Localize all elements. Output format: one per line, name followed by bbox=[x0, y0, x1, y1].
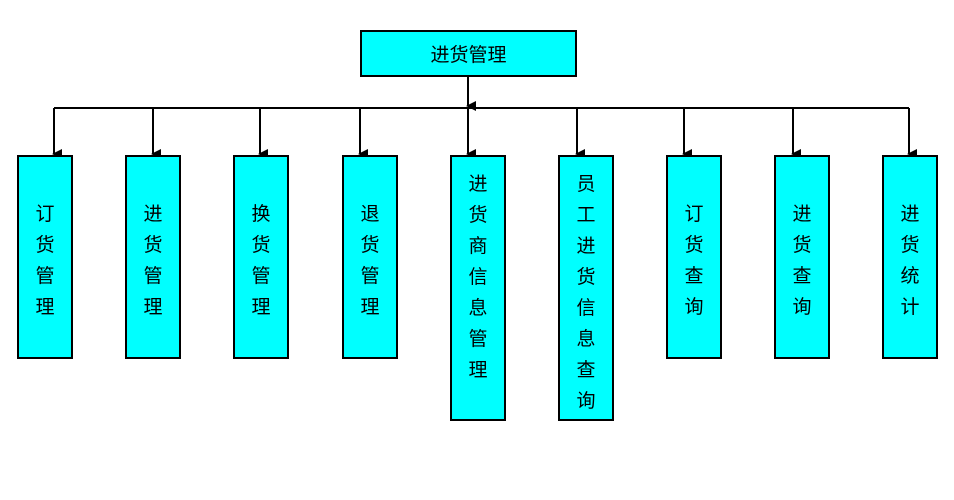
child-node-label: 退货管理 bbox=[360, 203, 380, 318]
child-node-order-query: 订货查询 bbox=[666, 155, 722, 359]
child-node-label: 订货管理 bbox=[35, 203, 55, 318]
child-node-supplier-info-management: 进货商信息管理 bbox=[450, 155, 506, 421]
child-node-label: 进货商信息管理 bbox=[468, 173, 488, 381]
child-node-purchase-management: 进货管理 bbox=[125, 155, 181, 359]
root-node-label: 进货管理 bbox=[430, 44, 507, 66]
root-node: 进货管理 bbox=[360, 30, 577, 77]
child-node-purchase-query: 进货查询 bbox=[774, 155, 830, 359]
child-node-label: 换货管理 bbox=[251, 203, 271, 318]
child-node-label: 进货统计 bbox=[900, 203, 920, 318]
child-node-order-management: 订货管理 bbox=[17, 155, 73, 359]
child-node-return-management: 退货管理 bbox=[342, 155, 398, 359]
child-node-purchase-statistics: 进货统计 bbox=[882, 155, 938, 359]
child-node-label: 员工进货信息查询 bbox=[576, 173, 596, 412]
child-node-employee-purchase-info-query: 员工进货信息查询 bbox=[558, 155, 614, 421]
child-node-label: 订货查询 bbox=[684, 203, 704, 318]
child-node-label: 进货管理 bbox=[143, 203, 163, 318]
child-node-exchange-management: 换货管理 bbox=[233, 155, 289, 359]
child-node-label: 进货查询 bbox=[792, 203, 812, 318]
